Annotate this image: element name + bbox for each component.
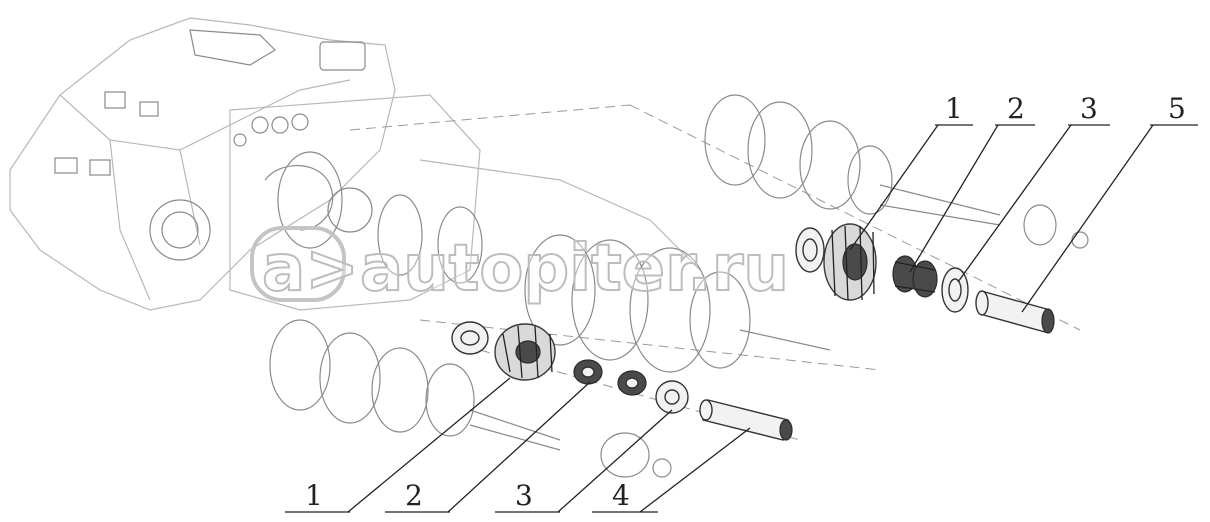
callout-bottom-4: 4 xyxy=(612,479,630,512)
upper-part-group xyxy=(795,223,1055,334)
callout-labels: 1 2 3 5 1 2 3 4 xyxy=(305,92,1186,512)
upper-shaft-sketch xyxy=(704,94,1089,249)
lower-needle-bearing-2 xyxy=(617,370,647,396)
callout-top-5: 5 xyxy=(1168,92,1186,125)
callout-top-1: 1 xyxy=(945,92,963,125)
callout-top-3: 3 xyxy=(1080,92,1098,125)
callout-bottom-2: 2 xyxy=(405,479,423,512)
upper-gear xyxy=(823,223,877,301)
upper-axle-pin xyxy=(975,290,1055,334)
lower-part-group xyxy=(451,321,793,441)
lower-axle-pin xyxy=(699,399,793,441)
lower-gear xyxy=(494,323,556,381)
callout-bottom-1: 1 xyxy=(305,479,323,512)
watermark-logo-frame xyxy=(250,226,346,302)
upper-needle-bearing xyxy=(892,255,938,298)
gearbox-housing-sketch xyxy=(9,17,701,311)
watermark-text: autopiter.ru xyxy=(360,232,789,306)
callout-top-2: 2 xyxy=(1007,92,1025,125)
watermark: a> autopiter.ru xyxy=(250,226,790,307)
lower-needle-bearing-1 xyxy=(573,359,603,385)
main-gear-cluster-sketch xyxy=(277,151,831,373)
leader-lines xyxy=(285,124,1198,513)
callout-bottom-3: 3 xyxy=(515,479,533,512)
watermark-logo-glyph: a> xyxy=(262,232,359,306)
lower-shaft-sketch xyxy=(269,319,672,478)
